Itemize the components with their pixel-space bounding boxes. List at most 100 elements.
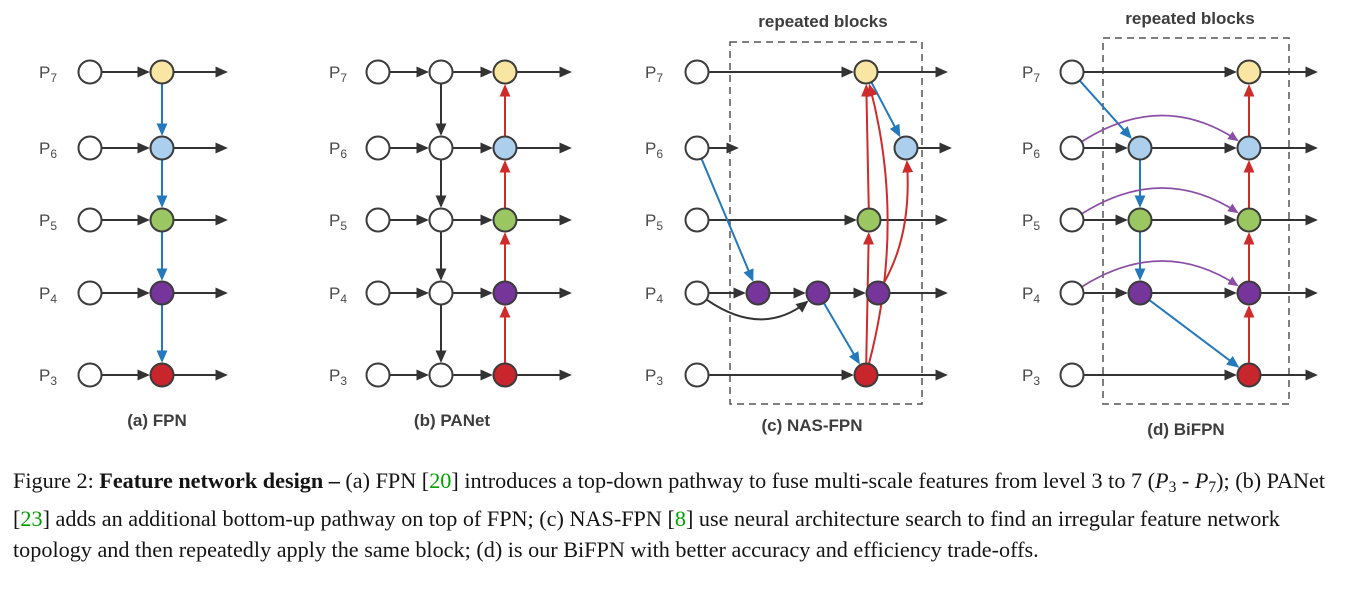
edge-purple-m6-u6 bbox=[1081, 114, 1239, 143]
citation-link[interactable]: 20 bbox=[429, 468, 452, 493]
level-label-P4: P4 bbox=[329, 284, 347, 306]
level-label-P6: P6 bbox=[645, 139, 663, 161]
node-panet-c3 bbox=[492, 362, 518, 388]
node-panet-c5 bbox=[492, 207, 518, 233]
citation-link[interactable]: 8 bbox=[674, 505, 686, 531]
level-label-P5: P5 bbox=[645, 211, 663, 233]
node-fpn-o6 bbox=[149, 135, 175, 161]
node-panet-c4 bbox=[492, 280, 518, 306]
node-panet-a6 bbox=[365, 135, 391, 161]
level-label-P4: P4 bbox=[1022, 284, 1040, 306]
node-panet-b5 bbox=[428, 207, 454, 233]
caption-segment: P bbox=[1155, 468, 1169, 493]
panel-caption-panet: (b) PANet bbox=[414, 411, 491, 430]
node-panet-b7 bbox=[428, 59, 454, 85]
level-label-P5: P5 bbox=[329, 211, 347, 233]
node-bifpn-u5 bbox=[1236, 207, 1262, 233]
node-nasfpn-p3 bbox=[865, 280, 891, 306]
edge-blue-n6-p1 bbox=[700, 158, 754, 282]
node-fpn-o3 bbox=[149, 362, 175, 388]
citation-link[interactable]: 23 bbox=[20, 505, 43, 531]
caption-segment: ] adds an additional bottom-up pathway o… bbox=[42, 505, 675, 531]
node-bifpn-u6 bbox=[1236, 135, 1262, 161]
node-panet-c6 bbox=[492, 135, 518, 161]
node-panet-a4 bbox=[365, 280, 391, 306]
panel-caption-fpn: (a) FPN bbox=[127, 411, 187, 430]
caption-segment: ] use neural architecture search to find… bbox=[13, 505, 1280, 562]
level-label-P3: P3 bbox=[329, 366, 347, 388]
node-panet-b3 bbox=[428, 362, 454, 388]
figure-caption: Figure 2: Feature network design – (a) F… bbox=[13, 465, 1341, 565]
edge-black-n4-p2 bbox=[705, 298, 809, 321]
caption-segment: (a) FPN [ bbox=[345, 468, 430, 493]
caption-segment: ] introduces a top-down pathway to fuse … bbox=[451, 468, 1156, 493]
node-nasfpn-p2 bbox=[805, 280, 831, 306]
panel-caption-nasfpn: (c) NAS-FPN bbox=[761, 416, 862, 435]
level-label-P6: P6 bbox=[1022, 139, 1040, 161]
edge-red-g5-y7 bbox=[861, 84, 872, 209]
node-nasfpn-n3 bbox=[684, 362, 710, 388]
node-fpn-i3 bbox=[77, 362, 103, 388]
caption-segment: 3 bbox=[1168, 478, 1177, 496]
node-bifpn-u3 bbox=[1236, 362, 1262, 388]
level-label-P5: P5 bbox=[39, 211, 57, 233]
node-nasfpn-p1 bbox=[745, 280, 771, 306]
caption-segment: - bbox=[1176, 468, 1195, 493]
node-fpn-o5 bbox=[149, 207, 175, 233]
level-label-P5: P5 bbox=[1022, 211, 1040, 233]
node-panet-a3 bbox=[365, 362, 391, 388]
edge-purple-m4-u4 bbox=[1081, 260, 1239, 288]
node-nasfpn-n7 bbox=[684, 59, 710, 85]
level-label-P3: P3 bbox=[645, 366, 663, 388]
node-fpn-i6 bbox=[77, 135, 103, 161]
node-panet-a7 bbox=[365, 59, 391, 85]
caption-segment: P bbox=[1194, 468, 1209, 493]
edge-red-p3-b6 bbox=[882, 160, 914, 284]
node-panet-a5 bbox=[365, 207, 391, 233]
node-bifpn-m3 bbox=[1059, 362, 1085, 388]
repeated-blocks-label: repeated blocks bbox=[758, 12, 887, 31]
caption-segment: Figure 2: bbox=[13, 468, 100, 493]
node-bifpn-u4 bbox=[1236, 280, 1262, 306]
node-fpn-i5 bbox=[77, 207, 103, 233]
node-bifpn-u7 bbox=[1236, 59, 1262, 85]
level-label-P3: P3 bbox=[39, 366, 57, 388]
level-label-P3: P3 bbox=[1022, 366, 1040, 388]
node-nasfpn-b6 bbox=[893, 135, 919, 161]
panel-caption-bifpn: (d) BiFPN bbox=[1147, 420, 1224, 439]
node-panet-c7 bbox=[492, 59, 518, 85]
level-label-P6: P6 bbox=[39, 139, 57, 161]
node-nasfpn-n4 bbox=[684, 280, 710, 306]
node-nasfpn-g5 bbox=[856, 207, 882, 233]
level-label-P4: P4 bbox=[645, 284, 663, 306]
edge-red-r3-y7 bbox=[867, 83, 889, 365]
repeated-blocks-label: repeated blocks bbox=[1125, 9, 1254, 28]
edge-blue-t4-u3 bbox=[1148, 299, 1240, 368]
node-panet-b4 bbox=[428, 280, 454, 306]
node-panet-b6 bbox=[428, 135, 454, 161]
edge-blue-p2-r3 bbox=[822, 302, 860, 365]
node-nasfpn-n6 bbox=[684, 135, 710, 161]
node-bifpn-m5 bbox=[1059, 207, 1085, 233]
level-label-P7: P7 bbox=[645, 63, 663, 85]
repeated-blocks-box bbox=[729, 41, 923, 405]
node-bifpn-t6 bbox=[1127, 135, 1153, 161]
level-label-P6: P6 bbox=[329, 139, 347, 161]
node-bifpn-t5 bbox=[1127, 207, 1153, 233]
edge-blue-m7-t6 bbox=[1078, 79, 1132, 139]
node-bifpn-m7 bbox=[1059, 59, 1085, 85]
level-label-P4: P4 bbox=[39, 284, 57, 306]
caption-segment: Feature network design – bbox=[99, 468, 346, 493]
node-fpn-o4 bbox=[149, 280, 175, 306]
node-fpn-o7 bbox=[149, 59, 175, 85]
caption-segment: 7 bbox=[1208, 478, 1217, 496]
node-fpn-i4 bbox=[77, 280, 103, 306]
node-nasfpn-y7 bbox=[853, 59, 879, 85]
level-label-P7: P7 bbox=[39, 63, 57, 85]
level-label-P7: P7 bbox=[329, 63, 347, 85]
edge-purple-m5-u5 bbox=[1081, 187, 1239, 215]
